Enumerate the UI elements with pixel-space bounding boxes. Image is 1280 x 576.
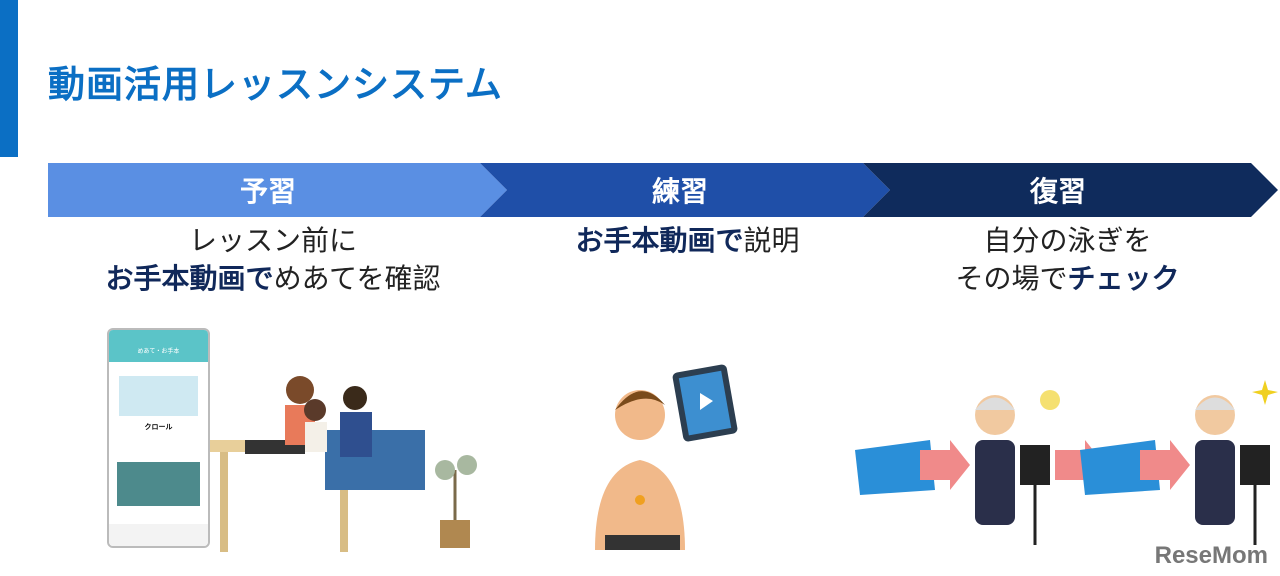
- coach-illustration: [595, 364, 738, 550]
- step-label-review: 復習: [1029, 175, 1086, 208]
- accent-bar: [0, 0, 18, 157]
- review-illustration: [855, 380, 1278, 545]
- desc-preview: レッスン前に お手本動画でめあてを確認: [48, 222, 498, 298]
- desc-line: お手本動画で説明: [480, 222, 895, 260]
- desc-line: その場でチェック: [870, 260, 1265, 298]
- desc-bold: お手本動画で: [575, 224, 744, 257]
- step-label-preview: 予習: [239, 175, 296, 208]
- desc-text: 説明: [743, 224, 800, 257]
- step-label-practice: 練習: [651, 175, 708, 208]
- phone-stroke: クロール: [144, 423, 173, 431]
- arrow-segment-2: [480, 163, 890, 217]
- page-title: 動画活用レッスンシステム: [48, 63, 503, 106]
- desc-line: レッスン前に: [188, 224, 357, 257]
- desc-line: 自分の泳ぎを: [983, 224, 1152, 257]
- desc-practice: お手本動画で説明: [480, 222, 895, 260]
- phone-nav: [109, 524, 208, 546]
- phone-header: めあて・お手本: [109, 330, 208, 362]
- arrow-segment-1: [48, 163, 507, 217]
- resemom-watermark: ReseMom: [1154, 542, 1268, 569]
- process-arrow: [48, 163, 1278, 217]
- phone-app-screenshot: めあて・お手本 クロール: [107, 328, 210, 548]
- desc-text: その場で: [955, 262, 1068, 295]
- arrow-segment-3: [863, 163, 1278, 217]
- desc-text: めあてを確認: [273, 262, 441, 295]
- desc-bold: お手本動画で: [105, 262, 274, 295]
- desc-bold: チェック: [1067, 262, 1180, 295]
- family-illustration: [210, 376, 477, 552]
- swim-illustration: [119, 376, 198, 416]
- desc-review: 自分の泳ぎを その場でチェック: [870, 222, 1265, 298]
- video-thumbnail: [117, 462, 200, 506]
- desc-line: お手本動画でめあてを確認: [48, 260, 498, 298]
